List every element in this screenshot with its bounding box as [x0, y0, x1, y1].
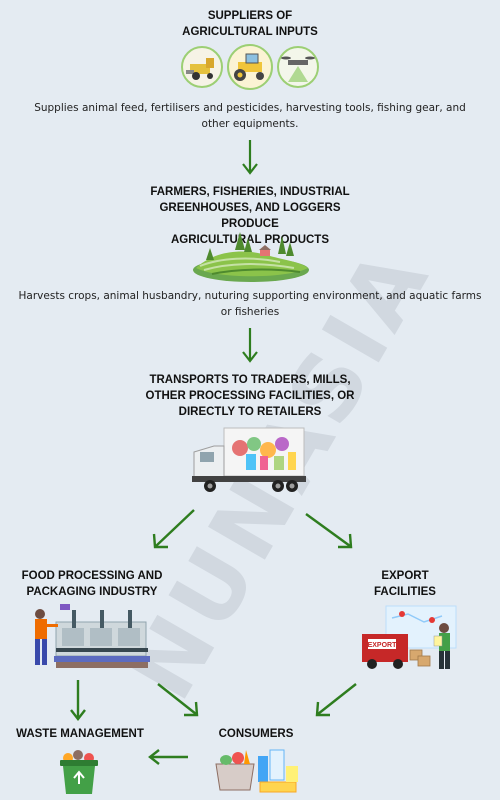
compost-bin-icon: [60, 750, 98, 794]
producers-description: Harvests crops, animal husbandry, nuturi…: [18, 290, 482, 318]
arrow-processing-to-waste: [70, 680, 86, 721]
arrow-consumers-to-waste: [148, 749, 188, 765]
export-title: EXPORT FACILITIES: [374, 570, 436, 598]
arrow-export-to-consumers: [315, 683, 357, 717]
processing-title: FOOD PROCESSING AND PACKAGING INDUSTRY: [21, 570, 163, 598]
waste-title: WASTE MANAGEMENT: [16, 728, 144, 740]
export-truck-icon: EXPORT: [362, 605, 457, 669]
arrow-suppliers-to-producers: [242, 140, 258, 175]
consumers-title: CONSUMERS: [218, 728, 294, 740]
truck-icon: [192, 427, 306, 492]
arrow-processing-to-consumers: [157, 683, 199, 717]
harvester-icon: [181, 46, 223, 88]
tractor-icon: [227, 44, 273, 90]
arrow-producers-to-transport: [242, 328, 258, 363]
grocery-icon: [215, 749, 298, 793]
suppliers-title: SUPPLIERS OF AGRICULTURAL INPUTS: [182, 10, 318, 38]
producers-title: FARMERS, FISHERIES, INDUSTRIAL GREENHOUS…: [150, 186, 350, 246]
arrow-transport-to-export: [305, 513, 353, 549]
export-sign-label: EXPORT: [368, 642, 398, 649]
transport-title: TRANSPORTS TO TRADERS, MILLS, OTHER PROC…: [145, 374, 355, 418]
drone-icon: [277, 46, 319, 88]
arrow-transport-to-processing: [152, 509, 195, 549]
suppliers-description: Supplies animal feed, fertilisers and pe…: [34, 102, 466, 130]
farm-field-icon: [193, 232, 309, 282]
suppliers-icons: [181, 44, 319, 90]
factory-icon: [35, 604, 150, 668]
